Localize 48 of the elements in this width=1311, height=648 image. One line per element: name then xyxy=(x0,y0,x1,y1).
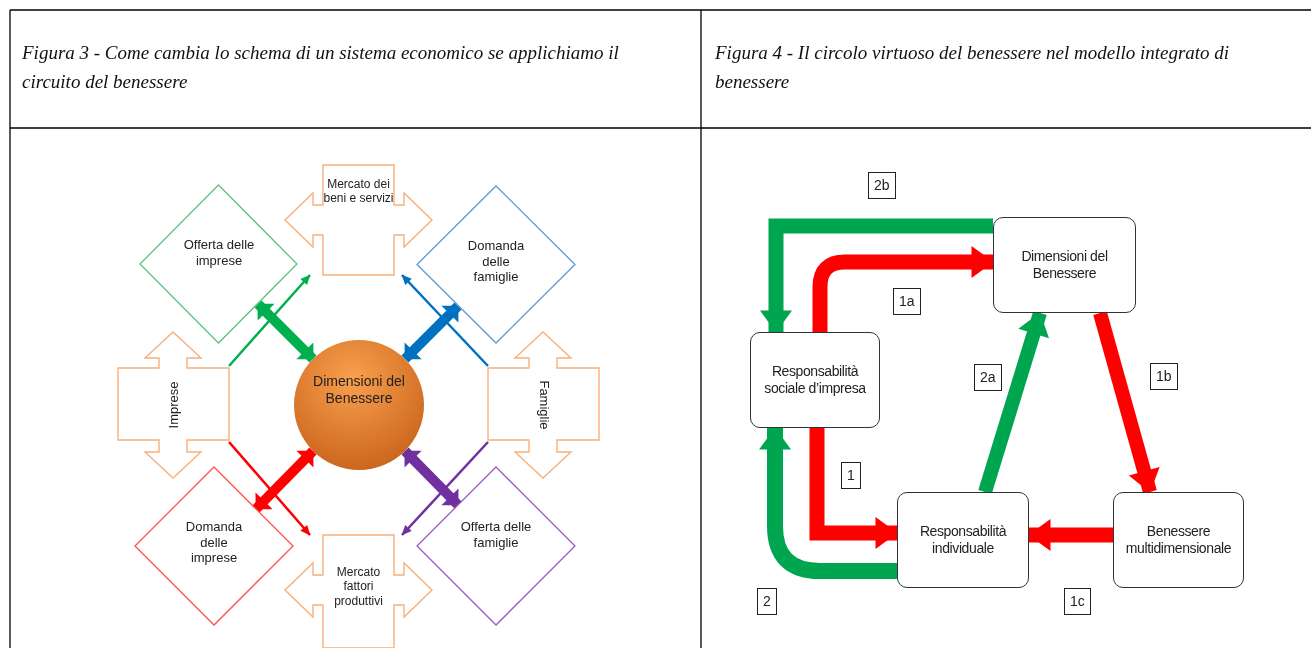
node-label: Benessere multidimensionale xyxy=(1124,523,1233,557)
arrow xyxy=(228,274,311,367)
arrow xyxy=(401,274,489,367)
edge-label: 1c xyxy=(1064,588,1091,615)
rounded-box xyxy=(897,492,1029,588)
diamond-shape xyxy=(417,186,575,343)
arrow xyxy=(1028,519,1113,551)
block-arrow-shape xyxy=(285,165,432,275)
edge-label: 2 xyxy=(757,588,777,615)
edge-label: 1 xyxy=(841,462,861,489)
circle-shape xyxy=(294,340,424,470)
edge-label: 2a xyxy=(974,364,1002,391)
node-label: Imprese xyxy=(165,381,182,429)
arrow xyxy=(760,218,993,333)
node-label: Famiglie xyxy=(535,380,552,430)
arrow xyxy=(759,427,897,579)
node-label: Responsabilità sociale d’impresa xyxy=(763,363,867,397)
node-label: Domanda delle famiglie xyxy=(466,238,526,285)
edge-label: 1a xyxy=(893,288,921,315)
block-arrow-shape xyxy=(488,332,599,478)
node-label: Mercato dei beni e servizi xyxy=(323,177,394,206)
arrow xyxy=(1093,311,1160,494)
edge-label: 1b xyxy=(1150,363,1178,390)
arrow xyxy=(401,441,489,536)
arrow xyxy=(809,428,898,549)
rounded-box xyxy=(993,217,1136,313)
rounded-box xyxy=(750,332,880,428)
diamond-shape xyxy=(417,467,575,625)
edge-label: 2b xyxy=(868,172,896,199)
arrow xyxy=(252,447,317,513)
node-label: Responsabilità individuale xyxy=(918,523,1008,557)
node-label: Mercato fattori produttivi xyxy=(333,565,384,609)
diamond-shape xyxy=(135,467,293,625)
block-arrow-shape xyxy=(118,332,229,478)
node-label: Dimensioni del Benessere xyxy=(312,373,406,407)
arrow xyxy=(401,302,462,363)
figure-caption: Figura 3 - Come cambia lo schema di un sistema economico se applichiamo il circuito del benessere xyxy=(22,41,620,95)
node-label: Offerta delle imprese xyxy=(183,237,255,269)
arrow xyxy=(254,300,317,363)
diamond-shape xyxy=(140,185,297,343)
arrow xyxy=(401,447,462,509)
block-arrow-shape xyxy=(285,535,432,648)
arrow xyxy=(228,441,311,536)
rounded-box xyxy=(1113,492,1244,588)
node-label: Domanda delle imprese xyxy=(184,519,244,566)
node-label: Dimensioni del Benessere xyxy=(1020,248,1109,282)
figure-caption: Figura 4 - Il circolo virtuoso del benessere nel modello integrato di benessere xyxy=(715,41,1231,95)
node-label: Offerta delle famiglie xyxy=(460,519,532,551)
